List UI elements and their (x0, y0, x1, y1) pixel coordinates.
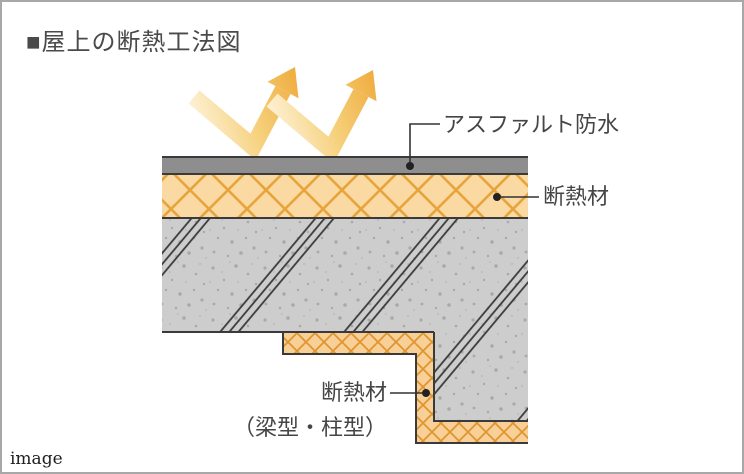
label-insulation: 断熱材 (543, 184, 610, 209)
beam-insulation-wrap (283, 332, 528, 443)
insulation-layer (162, 174, 528, 218)
sun-reflection-arrows (188, 67, 377, 164)
layer-outlines (162, 156, 528, 444)
image-caption: image (10, 449, 63, 469)
leader-dot-waterproofing (406, 162, 414, 170)
asphalt-waterproofing-layer (162, 157, 528, 174)
label-asphalt-waterproofing: アスファルト防水 (443, 112, 620, 137)
leader-dot-insulation (493, 193, 501, 201)
label-beam-insulation: 断熱材 （梁型・柱型） (233, 375, 387, 445)
page-title: ■屋上の断熱工法図 (26, 29, 242, 56)
reflection-arrow-right (266, 70, 377, 164)
leader-line-waterproofing (409, 123, 440, 163)
concrete-hatch-lines (162, 218, 528, 421)
label-beam-insulation-line1: 断熱材 (320, 380, 387, 405)
leader-dot-beam-insulation (422, 389, 430, 397)
label-beam-insulation-line2: （梁型・柱型） (232, 415, 387, 440)
